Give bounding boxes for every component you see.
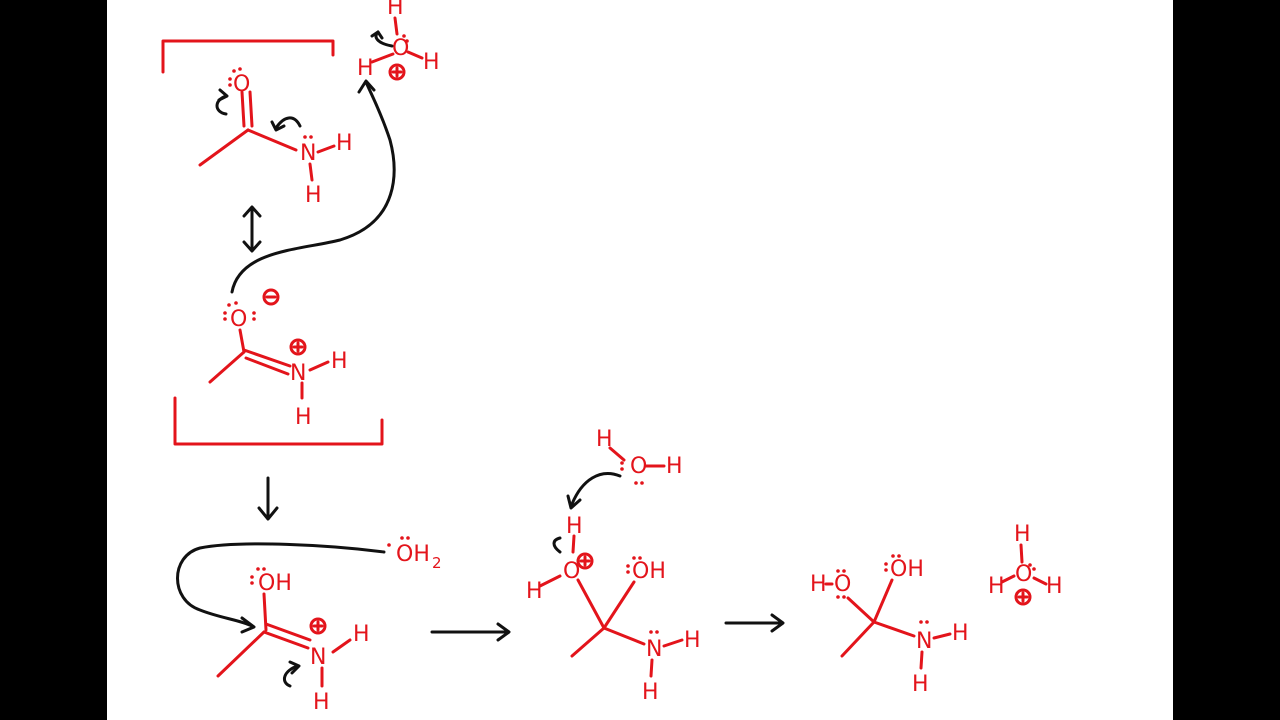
acetamide-oxygen: O [233,72,250,97]
resonance-h-down: H [295,405,312,430]
neutral-oxygen: O [834,572,851,597]
iminium-resonance-structure: O N H H [208,288,348,430]
product-h-right: H [1046,574,1063,599]
acetamide-h-right: H [336,131,353,156]
attacking-water-h-right: H [666,454,683,479]
hydronium-h-left: H [357,56,374,81]
reaction-arrow-1 [430,622,511,642]
attacking-water-h-left: H [596,427,613,452]
protonated-h-down: H [313,690,330,715]
resonance-curved-arrows [215,88,302,132]
neutral-h-right: H [952,621,969,646]
neutral-hydroxyl: OH [890,557,924,582]
product-oxygen: O [1015,562,1032,587]
right-letterbox [1173,0,1280,720]
protonation-arrow [230,80,396,294]
resonance-nitrogen: N [290,361,306,386]
neutral-nitrogen: N [916,629,932,654]
resonance-arrow [242,205,262,253]
protonated-hydroxyl: OH [258,571,292,596]
product-h-left: H [988,574,1005,599]
tetrahedral-h-down: H [642,680,659,705]
resonance-h-right: H [331,349,348,374]
oxonium-h-left: H [526,579,543,604]
step-down-arrow [257,476,279,521]
tetrahedral-h-right: H [684,628,701,653]
acetamide-nitrogen: N [300,141,316,166]
hydronium-top: H O H H [357,0,440,81]
acetamide-structure: O N H H [198,67,353,208]
acetamide-h-down: H [305,183,322,208]
neutral-tetrahedral-intermediate: H O OH N H H [810,554,969,697]
hydronium-h-right: H [423,50,440,75]
water-subscript: 2 [432,554,442,572]
protonated-amide-structure: OH N H H [216,567,370,715]
resonance-oxygen: O [230,307,247,332]
attacking-water-oxygen: O [630,454,647,479]
water-oh: OH [396,542,430,567]
protonated-h-right: H [353,622,370,647]
hydronium-h-top: H [387,0,404,20]
water-nucleophile: OH 2 [176,536,442,634]
hydronium-oxygen: O [392,36,409,61]
oxonium-h-top: H [566,514,583,539]
reaction-arrow-2 [724,613,785,633]
hydronium-product: H O H H [988,522,1063,606]
oxonium-oxygen: O [563,559,580,584]
tetrahedral-intermediate: H O H H O H OH N H H [526,427,701,705]
tetrahedral-hydroxyl: OH [632,559,666,584]
resonance-bracket [161,39,384,446]
product-h-top: H [1014,522,1031,547]
protonated-nitrogen: N [310,645,326,670]
left-letterbox [0,0,107,720]
tetrahedral-nitrogen: N [646,637,662,662]
neutral-h-down: H [912,672,929,697]
neutral-h-left: H [810,572,827,597]
